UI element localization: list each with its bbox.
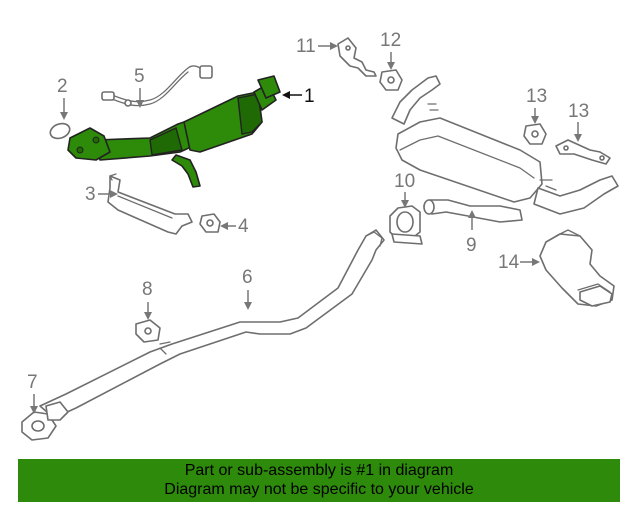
part-11-bracket[interactable]: [337, 37, 377, 77]
callout-label: 2: [57, 76, 68, 97]
callout-label: 11: [296, 36, 316, 57]
part-5-oxygen-sensor[interactable]: [101, 65, 213, 107]
callout-1[interactable]: 1: [282, 86, 315, 107]
part-9-muffler-assembly[interactable]: [391, 75, 619, 223]
part-6-intermediate-pipe[interactable]: [39, 229, 385, 419]
callout-label: 8: [142, 279, 153, 300]
callout-11[interactable]: 11: [296, 36, 338, 57]
callout-label: 3: [85, 184, 96, 205]
callout-label: 4: [238, 216, 249, 237]
callout-6[interactable]: 6: [242, 267, 253, 310]
callout-label: 6: [242, 267, 253, 288]
part-12-bracket[interactable]: [555, 139, 611, 165]
callout-10[interactable]: 10: [394, 171, 415, 208]
callout-label: 1: [304, 86, 315, 107]
callout-3[interactable]: 3: [85, 184, 118, 205]
callout-4[interactable]: 4: [220, 216, 249, 237]
callout-label: 12: [380, 30, 401, 51]
callout-2[interactable]: 2: [57, 76, 68, 120]
callout-13-right[interactable]: 13: [526, 86, 547, 124]
part-4-rubber-hanger[interactable]: [199, 213, 221, 233]
callout-label: 10: [394, 171, 415, 192]
part-13-rubber-hanger-left[interactable]: [379, 69, 403, 91]
part-14-exhaust-tip[interactable]: [539, 229, 615, 307]
callout-7[interactable]: 7: [27, 372, 38, 414]
callout-label: 5: [134, 66, 145, 87]
callout-9[interactable]: 9: [466, 210, 477, 256]
callout-5[interactable]: 5: [134, 66, 145, 108]
part-7-flange-gasket[interactable]: [21, 401, 69, 441]
callout-label: 13: [526, 86, 547, 107]
callout-8[interactable]: 8: [142, 279, 153, 320]
part-8-rubber-hanger[interactable]: [135, 319, 161, 343]
callout-14[interactable]: 14: [498, 252, 540, 273]
callout-label: 9: [466, 235, 477, 256]
callout-label: 13: [568, 101, 589, 122]
banner-line-disclaimer: Diagram may not be specific to your vehi…: [164, 481, 474, 498]
part-10-clamp[interactable]: [389, 205, 423, 245]
callout-12[interactable]: 13: [568, 101, 589, 142]
banner-line-part: Part or sub-assembly is #1 in diagram: [184, 462, 454, 479]
part-13-rubber-hanger-right[interactable]: [523, 123, 547, 145]
callout-label: 14: [498, 252, 520, 273]
callout-13-left[interactable]: 12: [380, 30, 401, 70]
info-banner: Part or sub-assembly is #1 in diagram Di…: [18, 459, 620, 502]
part-3-heat-shield[interactable]: [107, 173, 193, 235]
part-2-gasket[interactable]: [48, 121, 72, 141]
callout-label: 7: [27, 372, 38, 393]
part-1-catalytic-converter[interactable]: [67, 75, 281, 188]
